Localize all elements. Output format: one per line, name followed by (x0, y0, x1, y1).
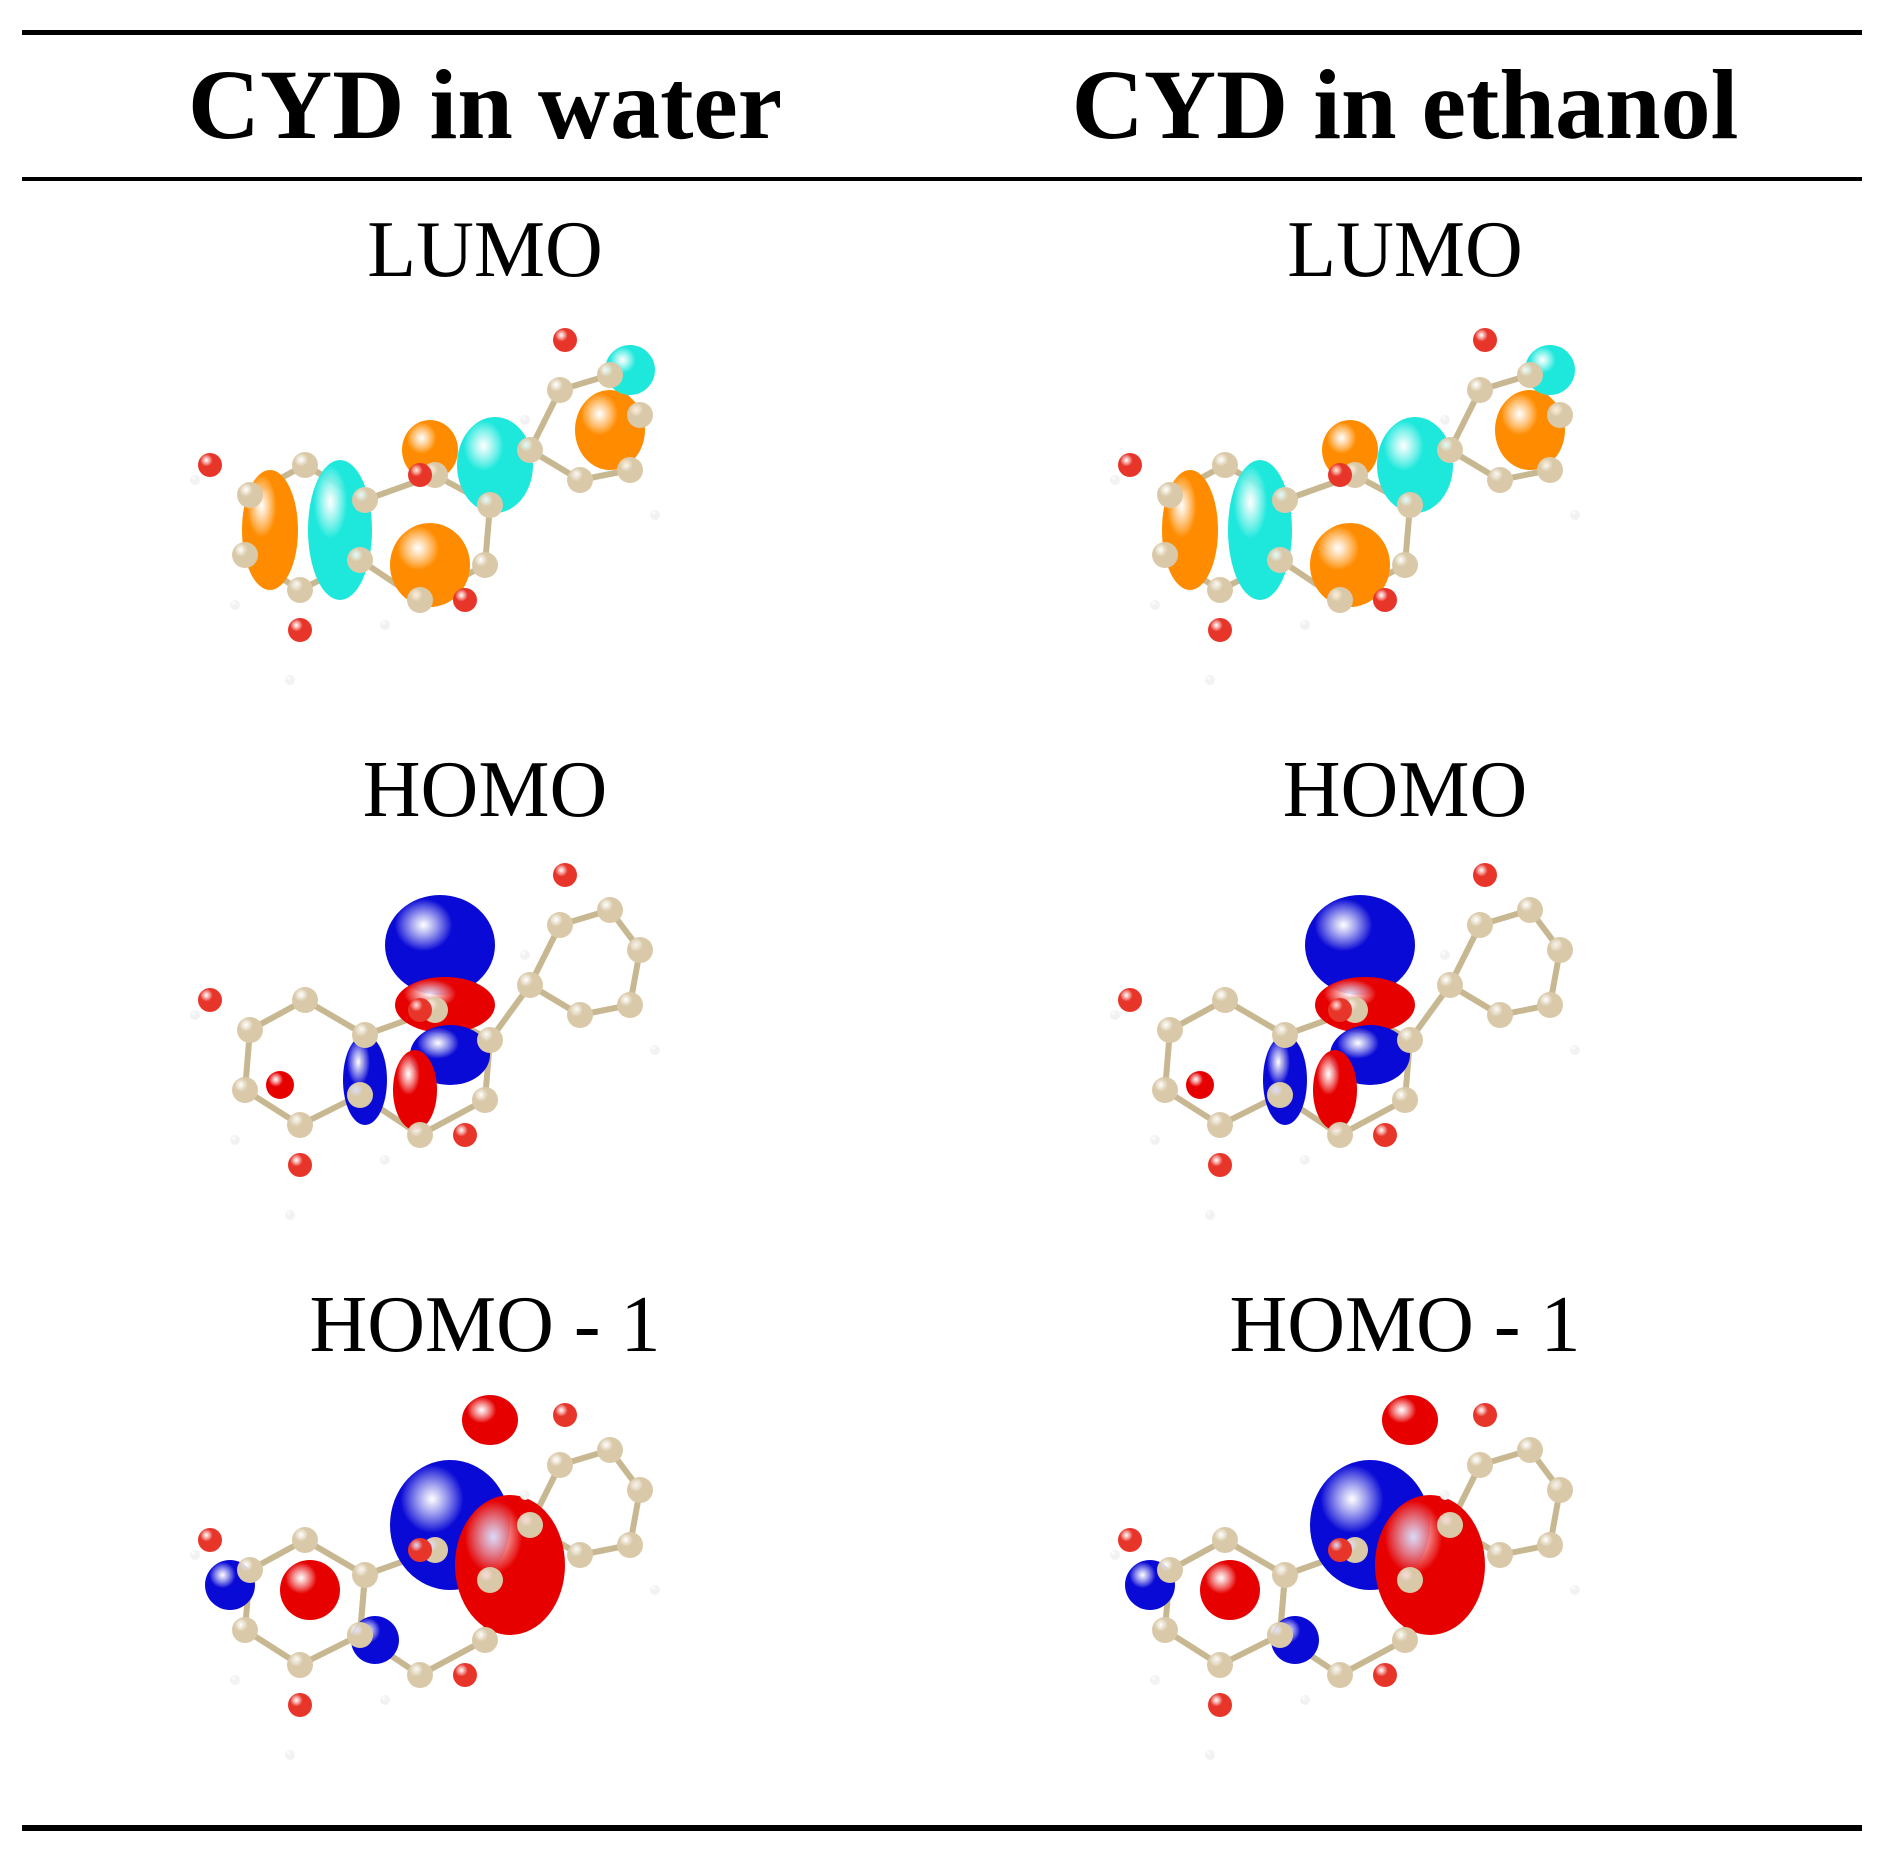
orbital-lobes (266, 895, 495, 1130)
atoms (1110, 328, 1580, 685)
atoms (190, 1403, 660, 1760)
lumo-water-orbital-image (190, 300, 750, 730)
row-label-lumo-water: LUMO (367, 206, 603, 294)
homo-minus-1-ethanol-orbital-image (1110, 1375, 1670, 1805)
homo-water-orbital-image (190, 835, 750, 1265)
lumo-ethanol-orbital-image (1110, 300, 1670, 730)
atoms (190, 328, 660, 685)
orbital-lobes (205, 1395, 565, 1664)
column-heading-water: CYD in water (187, 49, 783, 160)
homo-minus-1-water-orbital-image (190, 1375, 750, 1805)
atoms (190, 863, 660, 1220)
atoms (1110, 863, 1580, 1220)
row-label-homo-minus-1-ethanol: HOMO - 1 (1229, 1281, 1581, 1369)
homo-ethanol-orbital-image (1110, 835, 1670, 1265)
row-label-homo-ethanol: HOMO (1282, 746, 1528, 834)
orbital-lobes (1125, 1395, 1485, 1664)
table-bottom-rule (22, 1825, 1862, 1831)
row-label-lumo-ethanol: LUMO (1287, 206, 1523, 294)
table-top-rule (22, 30, 1862, 35)
row-label-homo-minus-1-water: HOMO - 1 (309, 1281, 661, 1369)
table-header-rule (22, 177, 1862, 181)
column-heading-ethanol: CYD in ethanol (1071, 49, 1739, 160)
orbital-lobes (1186, 895, 1415, 1130)
row-label-homo-water: HOMO (362, 746, 608, 834)
atoms (1110, 1403, 1580, 1760)
